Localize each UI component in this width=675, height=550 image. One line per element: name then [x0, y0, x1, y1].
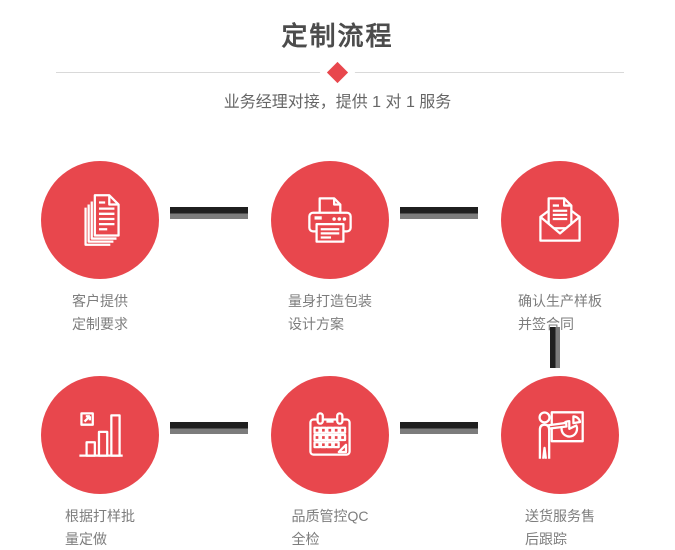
step-label: 确认生产样板 并签合同 [518, 290, 602, 336]
label-line-1: 品质管控QC [291, 508, 369, 524]
label-line-2: 并签合同 [518, 316, 574, 332]
step-confirm-sample-contract: 确认生产样板 并签合同 [485, 161, 635, 336]
step-quality-control: 品质管控QC 全检 [255, 376, 405, 550]
connector-step5-step6 [400, 422, 478, 434]
label-line-2: 设计方案 [288, 316, 344, 332]
envelope-icon [501, 161, 619, 279]
label-line-1: 客户提供 [72, 293, 128, 309]
bar-chart-icon [41, 376, 159, 494]
step-label: 量身打造包装 设计方案 [288, 290, 372, 336]
step-label: 客户提供 定制要求 [72, 290, 128, 336]
step-customer-requirements: 客户提供 定制要求 [25, 161, 175, 336]
page-title: 定制流程 [281, 21, 394, 51]
calendar-icon [271, 376, 389, 494]
documents-icon [41, 161, 159, 279]
connector-step3-step6 [550, 327, 560, 368]
presentation-icon [501, 376, 619, 494]
step-label: 品质管控QC 全检 [292, 505, 369, 550]
label-line-1: 送货服务售 [525, 508, 595, 524]
diamond-icon [326, 61, 349, 84]
label-line-1: 根据打样批 [65, 508, 135, 524]
step-batch-production: 根据打样批 量定做 [25, 376, 175, 550]
step-label: 送货服务售 后跟踪 [525, 505, 595, 550]
step-packaging-design: 量身打造包装 设计方案 [255, 161, 405, 336]
step-delivery-after-sales: 送货服务售 后跟踪 [485, 376, 635, 550]
label-line-2: 量定做 [65, 531, 107, 547]
connector-step2-step3 [400, 207, 478, 219]
label-line-2: 定制要求 [72, 316, 128, 332]
step-label: 根据打样批 量定做 [65, 505, 135, 550]
label-line-1: 确认生产样板 [518, 293, 602, 309]
label-line-2: 全检 [291, 531, 320, 547]
connector-step1-step2 [170, 207, 248, 219]
printer-icon [271, 161, 389, 279]
subtitle: 业务经理对接，提供 1 对 1 服务 [223, 94, 452, 111]
connector-step4-step5 [170, 422, 248, 434]
label-line-2: 后跟踪 [525, 531, 567, 547]
label-line-1: 量身打造包装 [288, 293, 372, 309]
